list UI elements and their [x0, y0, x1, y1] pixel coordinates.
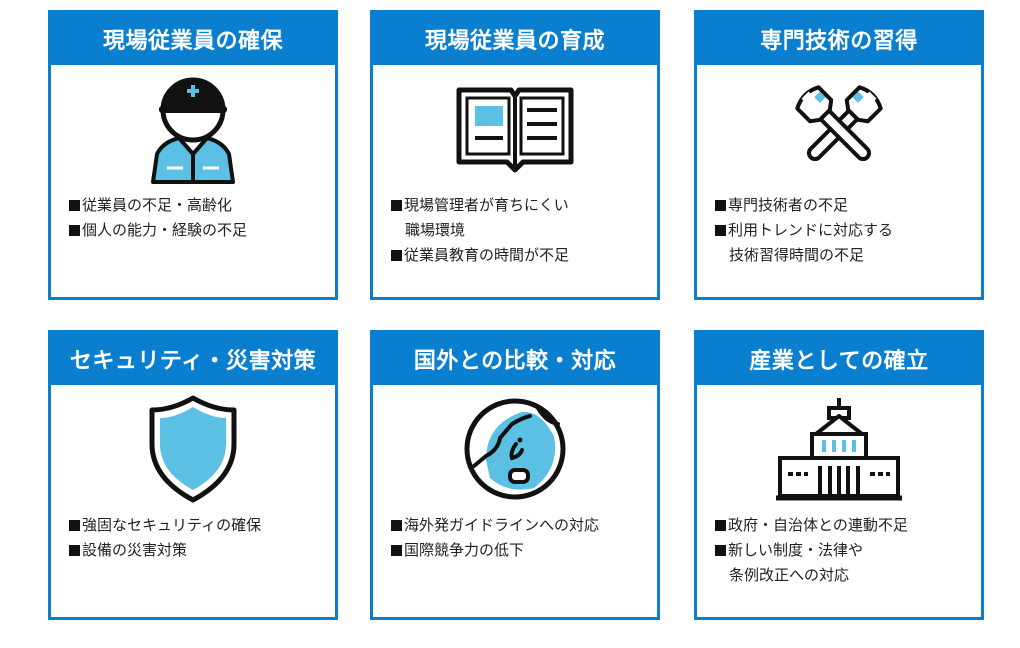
card-item-list: 強固なセキュリティの確保 設備の災害対策 [51, 513, 335, 563]
bullet-square-icon [715, 520, 726, 531]
card-international: 国外との比較・対応 海外発ガイドラインへの対応 国際競争力の低下 [370, 330, 660, 620]
list-item: 海外発ガイドラインへの対応 [391, 513, 657, 538]
card-title: 現場従業員の育成 [373, 13, 657, 65]
card-title: 専門技術の習得 [697, 13, 981, 65]
list-item: 政府・自治体との連動不足 [715, 513, 981, 538]
bullet-square-icon [69, 520, 80, 531]
card-industry-establishment: 産業としての確立 政府・自治体との連動不足 新しい制度・法律や条例改正への対応 [694, 330, 984, 620]
list-item: 従業員教育の時間が不足 [391, 243, 657, 268]
bullet-square-icon [391, 520, 402, 531]
bullet-square-icon [391, 200, 402, 211]
list-item: 利用トレンドに対応する技術習得時間の不足 [715, 218, 981, 268]
bullet-square-icon [715, 545, 726, 556]
list-item: 現場管理者が育ちにくい職場環境 [391, 193, 657, 243]
shield-icon [51, 385, 335, 513]
card-worker-recruitment: 現場従業員の確保 従業員の不足・高齢化 個人の能力・経験の不足 [48, 10, 338, 300]
bullet-square-icon [69, 200, 80, 211]
card-title: 産業としての確立 [697, 333, 981, 385]
bullet-square-icon [69, 545, 80, 556]
bullet-square-icon [391, 250, 402, 261]
card-item-list: 海外発ガイドラインへの対応 国際競争力の低下 [373, 513, 657, 563]
card-title: 現場従業員の確保 [51, 13, 335, 65]
crossed-wrenches-icon [697, 65, 981, 193]
card-title: セキュリティ・災害対策 [51, 333, 335, 385]
list-item: 設備の災害対策 [69, 538, 335, 563]
bullet-square-icon [715, 200, 726, 211]
card-title: 国外との比較・対応 [373, 333, 657, 385]
card-item-list: 従業員の不足・高齢化 個人の能力・経験の不足 [51, 193, 335, 243]
card-worker-training: 現場従業員の育成 現場管理者が育ちにくい職場環境 従業員教育の時間が不足 [370, 10, 660, 300]
list-item: 専門技術者の不足 [715, 193, 981, 218]
bullet-square-icon [69, 225, 80, 236]
card-technical-skill: 専門技術の習得 専門技術者の不足 利用トレンドに対応する技術習得時間の不足 [694, 10, 984, 300]
worker-helmet-icon [51, 65, 335, 193]
parliament-building-icon [697, 385, 981, 513]
bullet-square-icon [715, 225, 726, 236]
card-security-disaster: セキュリティ・災害対策 強固なセキュリティの確保 設備の災害対策 [48, 330, 338, 620]
open-book-icon [373, 65, 657, 193]
list-item: 従業員の不足・高齢化 [69, 193, 335, 218]
card-item-list: 政府・自治体との連動不足 新しい制度・法律や条例改正への対応 [697, 513, 981, 588]
list-item: 国際競争力の低下 [391, 538, 657, 563]
globe-icon [373, 385, 657, 513]
bullet-square-icon [391, 545, 402, 556]
list-item: 新しい制度・法律や条例改正への対応 [715, 538, 981, 588]
list-item: 個人の能力・経験の不足 [69, 218, 335, 243]
card-item-list: 専門技術者の不足 利用トレンドに対応する技術習得時間の不足 [697, 193, 981, 268]
card-item-list: 現場管理者が育ちにくい職場環境 従業員教育の時間が不足 [373, 193, 657, 268]
list-item: 強固なセキュリティの確保 [69, 513, 335, 538]
